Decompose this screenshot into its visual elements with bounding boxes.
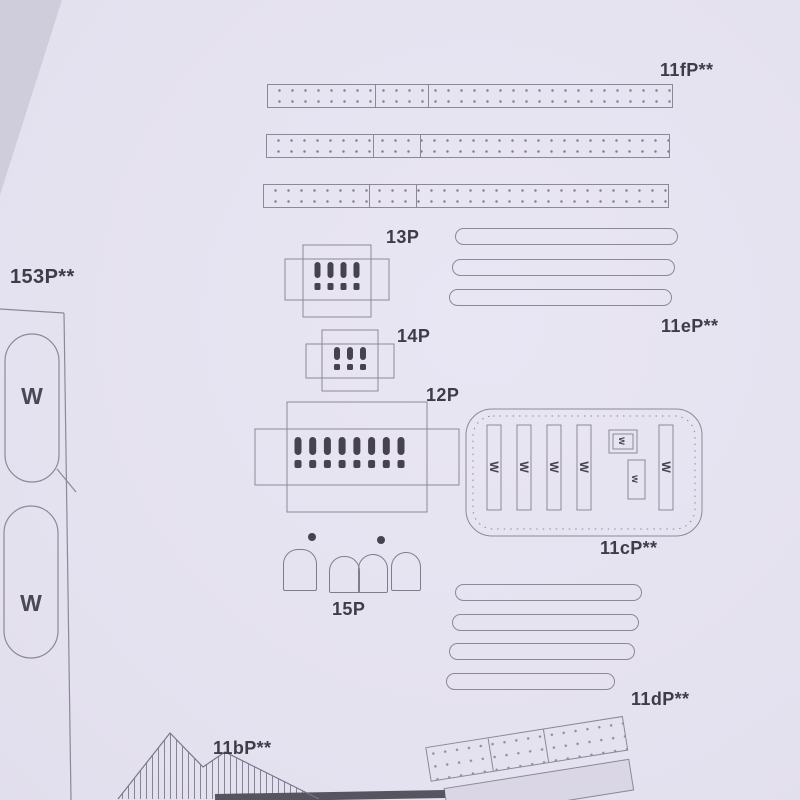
rounded-slat (449, 289, 672, 306)
label-14P: 14P (397, 326, 431, 346)
strip-divider (428, 85, 429, 107)
label-13P: 13P (386, 227, 420, 247)
label-153P: 153P** (10, 266, 75, 288)
rounded-slat (449, 643, 635, 660)
arch-piece (391, 552, 421, 591)
rounded-slat (452, 259, 675, 276)
strip-divider (420, 135, 421, 157)
strip-divider (369, 185, 370, 207)
punch-dot (377, 536, 385, 544)
rounded-slat (455, 584, 642, 601)
strip-divider (416, 185, 417, 207)
arch-piece (329, 556, 360, 593)
strip-divider (542, 729, 550, 763)
strip-divider (487, 738, 494, 771)
label-11cP: 11cP** (600, 538, 658, 558)
label-11eP: 11eP** (661, 316, 719, 336)
rivet-strip (267, 84, 673, 108)
label-11dP: 11dP** (631, 689, 690, 709)
label-11bP: 11bP** (213, 738, 272, 758)
rivet-strip (263, 184, 669, 208)
label-11fP: 11fP** (660, 60, 714, 80)
strip-divider (375, 85, 376, 107)
arch-piece (358, 554, 388, 593)
label-15P: 15P (332, 599, 366, 619)
arch-piece (283, 549, 317, 591)
strip-divider (373, 135, 374, 157)
rounded-slat (452, 614, 639, 631)
rounded-slat (446, 673, 615, 690)
rounded-slat (455, 228, 678, 245)
rivet-strip (266, 134, 670, 158)
label-12P: 12P (426, 385, 460, 405)
punch-dot (308, 533, 316, 541)
